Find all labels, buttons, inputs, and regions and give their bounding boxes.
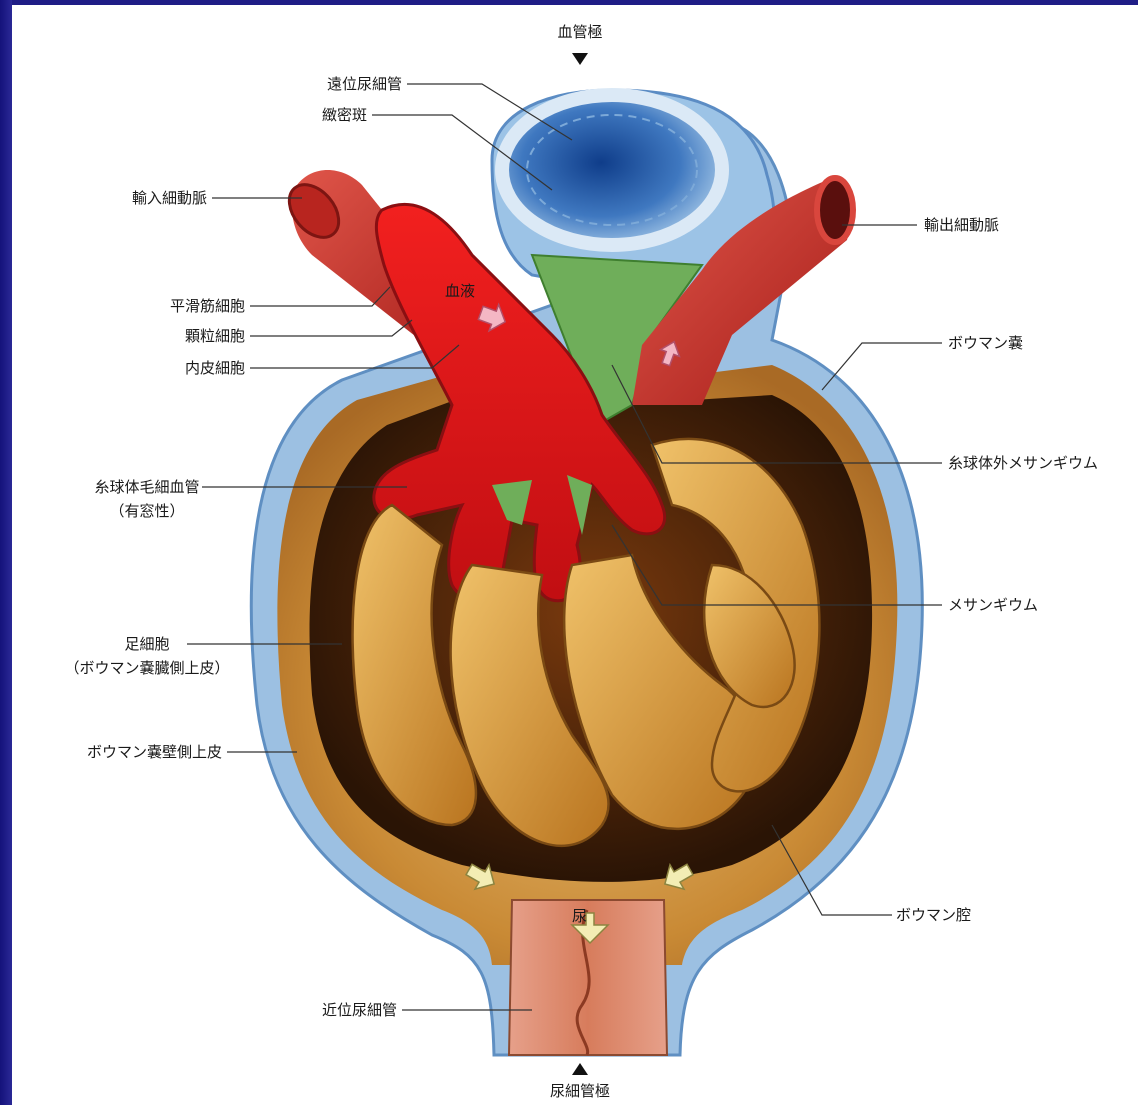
label-bowman-capsule: ボウマン嚢 — [948, 334, 1023, 352]
label-afferent-arteriole: 輸入細動脈 — [72, 189, 207, 207]
up-triangle-icon — [572, 1063, 588, 1075]
label-macula-densa: 緻密斑 — [267, 106, 367, 124]
label-vascular-pole: 血管極 — [542, 23, 618, 41]
renal-corpuscle-illustration — [12, 5, 1138, 1105]
label-endothelial-cell: 内皮細胞 — [92, 359, 245, 377]
label-mesangium: メサンギウム — [948, 596, 1038, 614]
diagram-canvas: 血管極 遠位尿細管 緻密斑 輸入細動脈 輸出細動脈 平滑筋細胞 顆粒細胞 内皮細… — [12, 5, 1138, 1105]
label-extraglomerular-mesangium: 糸球体外メサンギウム — [948, 454, 1098, 472]
down-triangle-icon — [572, 53, 588, 65]
label-podocyte: 足細胞 — [62, 635, 232, 653]
label-bowman-space: ボウマン腔 — [896, 906, 971, 924]
label-efferent-arteriole: 輸出細動脈 — [924, 216, 999, 234]
label-urine: 尿 — [572, 905, 587, 926]
label-proximal-tubule: 近位尿細管 — [272, 1001, 397, 1019]
label-glomerular-capillary-note: （有窓性） — [72, 502, 222, 520]
label-smooth-muscle-cell: 平滑筋細胞 — [92, 297, 245, 315]
label-podocyte-note: （ボウマン嚢臓側上皮） — [62, 659, 232, 677]
label-blood: 血液 — [445, 280, 475, 301]
label-parietal-epithelium: ボウマン嚢壁側上皮 — [52, 743, 222, 761]
label-glomerular-capillary: 糸球体毛細血管 — [72, 478, 222, 496]
label-granular-cell: 顆粒細胞 — [92, 327, 245, 345]
label-urinary-pole: 尿細管極 — [532, 1082, 628, 1100]
label-distal-tubule: 遠位尿細管 — [267, 75, 402, 93]
